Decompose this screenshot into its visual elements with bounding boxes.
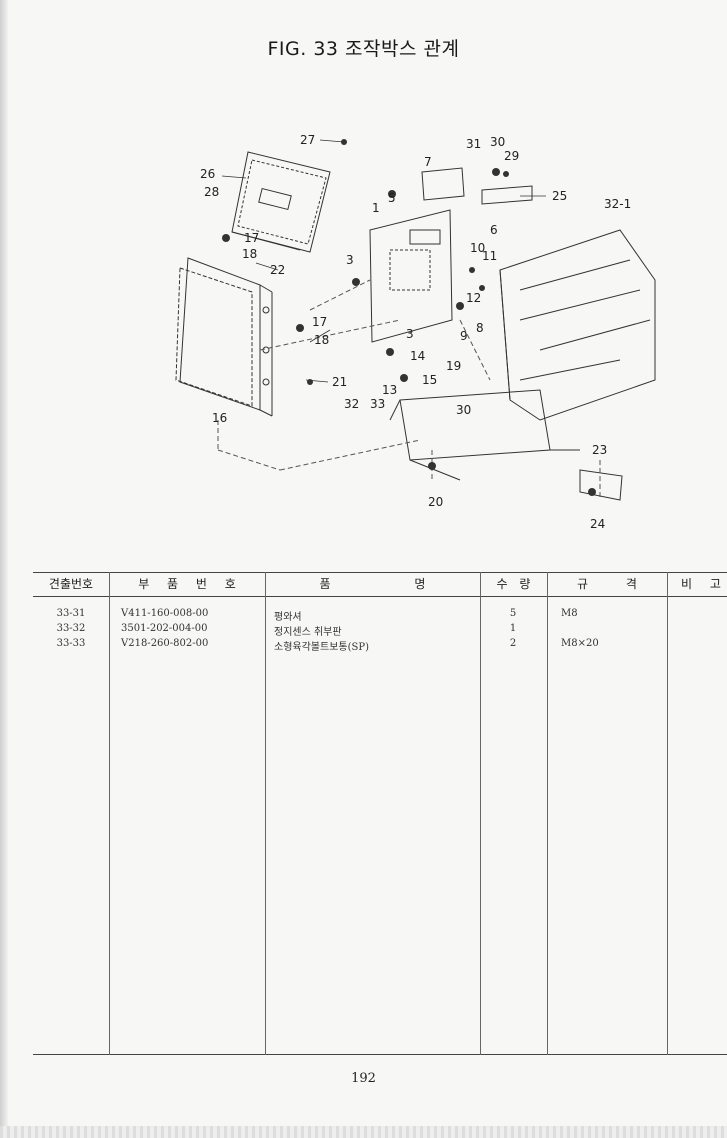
callout-label: 3 [346,253,354,267]
header-quantity: 수 량 [496,577,531,591]
column-divider [265,572,266,1055]
callout-label: 21 [332,375,347,389]
callout-label: 25 [552,189,567,203]
callout-label: 11 [482,249,497,263]
callout-label: 20 [428,495,443,509]
row-part-number: V218-260-802-00 [121,638,209,649]
callout-label: 32-1 [604,197,631,211]
callout-label: 16 [212,411,227,425]
header-part-number: 부 품 번 호 [138,577,236,591]
page-binding-edge [0,0,8,1138]
callout-label: 12 [466,291,481,305]
table-row: 33-32 3501-202-004-00 정지센스 취부판 1 [33,623,727,638]
row-part-name: 정지센스 취부판 [274,627,342,638]
header-callout-number: 견출번호 [48,577,94,591]
callout-label: 9 [460,329,468,343]
callout-label: 1 [372,201,380,215]
callout-label: 17 [244,231,259,245]
column-divider [109,572,110,1055]
callout-label: 15 [422,373,437,387]
row-quantity: 1 [509,623,517,634]
column-divider [667,572,668,1055]
callout-label: 3 [406,327,414,341]
callout-label: 13 [382,383,397,397]
row-specification: M8×20 [561,638,599,649]
callout-label: 18 [242,247,257,261]
callout-label: 30 [456,403,471,417]
callout-label: 27 [300,133,315,147]
row-callout-number: 33-32 [56,623,86,634]
table-header-rule [33,596,727,597]
row-specification: M8 [561,608,578,619]
callout-label: 24 [590,517,605,531]
callout-label: 22 [270,263,285,277]
callout-label: 19 [446,359,461,373]
callout-label: 7 [424,155,432,169]
callout-label: 8 [476,321,484,335]
row-callout-number: 33-31 [56,608,86,619]
row-part-name: 평와셔 [274,612,302,623]
callout-label: 23 [592,443,607,457]
callout-label: 17 [312,315,327,329]
header-part-name: 품 명 [319,577,426,591]
callout-label: 6 [490,223,498,237]
figure-title: FIG. 33 조작박스 관계 [267,38,460,60]
column-divider [480,572,481,1055]
row-part-number: 3501-202-004-00 [121,623,208,634]
page-bottom-edge [0,1126,727,1138]
row-quantity: 2 [509,638,517,649]
table-row: 33-31 V411-160-008-00 평와셔 5 M8 [33,608,727,623]
table-row: 33-33 V218-260-802-00 소형육각볼트보통(SP) 2 M8×… [33,638,727,653]
page-number: 192 [351,1071,376,1086]
callout-label: 14 [410,349,425,363]
header-specification: 규 격 [577,577,637,591]
table-bottom-rule [33,1054,727,1055]
callout-label: 28 [204,185,219,199]
header-remarks: 비 고 [681,577,721,591]
callout-label: 29 [504,149,519,163]
callout-label: 31 [466,137,481,151]
callout-label: 26 [200,167,215,181]
column-divider [547,572,548,1055]
callout-label: 32 [344,397,359,411]
table-top-rule [33,572,727,573]
callout-label: 33 [370,397,385,411]
callout-label: 30 [490,135,505,149]
callout-label: 5 [388,191,396,205]
parts-table: 견출번호 부 품 번 호 품 명 수 량 규 격 비 고 33-31 V411-… [33,572,727,1056]
callout-label: 18 [314,333,329,347]
row-quantity: 5 [509,608,517,619]
row-part-name: 소형육각볼트보통(SP) [274,642,369,653]
row-callout-number: 33-33 [56,638,86,649]
callout-label: 10 [470,241,485,255]
row-part-number: V411-160-008-00 [121,608,209,619]
